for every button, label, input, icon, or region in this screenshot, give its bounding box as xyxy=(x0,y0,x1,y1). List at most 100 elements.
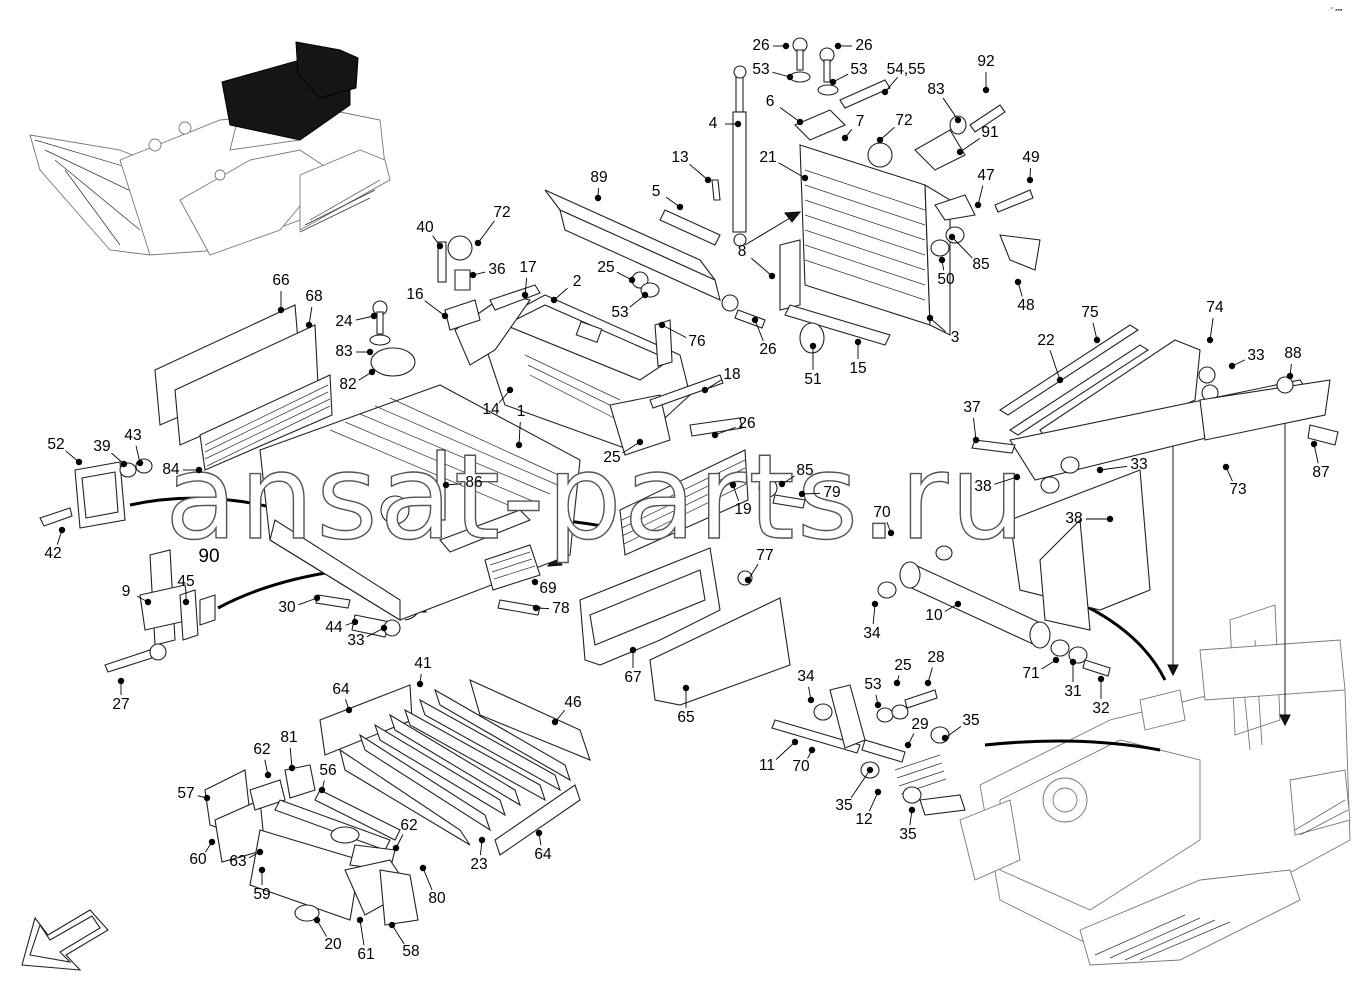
callout-number: 11 xyxy=(759,757,775,774)
callout-39: 39 xyxy=(93,438,128,468)
callout-85: 85 xyxy=(948,233,990,273)
callout-62: 62 xyxy=(392,817,418,852)
callout-32: 32 xyxy=(1092,675,1110,717)
leader-dot xyxy=(258,866,266,874)
callout-2: 2 xyxy=(550,273,581,304)
callout-number: 36 xyxy=(488,261,505,278)
leader-line xyxy=(1209,317,1214,341)
callout-37: 37 xyxy=(963,399,981,444)
leader-dot xyxy=(704,176,712,184)
leader-dot xyxy=(1106,515,1114,523)
callout-26: 26 xyxy=(711,415,756,439)
callout-88: 88 xyxy=(1284,345,1302,380)
callout-number: 65 xyxy=(677,709,694,726)
corner-mark: ·° ▪▪▪ xyxy=(1328,6,1343,14)
top-housing xyxy=(444,284,691,456)
leader-dot xyxy=(416,680,424,688)
callout-18: 18 xyxy=(701,366,741,394)
callout-number: 29 xyxy=(911,716,928,733)
callout-number: 52 xyxy=(47,436,64,453)
leader-line xyxy=(1313,443,1319,464)
leader-dot xyxy=(550,296,558,304)
callout-number: 45 xyxy=(177,573,194,590)
hood-panels xyxy=(154,304,333,471)
callout-number: 41 xyxy=(414,655,431,672)
callout-9: 9 xyxy=(122,583,152,606)
leader-line xyxy=(951,236,973,259)
callout-number: 3 xyxy=(951,329,960,346)
leader-line xyxy=(944,726,962,739)
callout-25: 25 xyxy=(893,657,912,687)
callout-number: 26 xyxy=(738,415,755,432)
leader-dot xyxy=(956,148,964,156)
leader-dot xyxy=(636,438,644,446)
callout-number: 85 xyxy=(796,462,813,479)
leader-dot xyxy=(744,576,752,584)
leader-line xyxy=(359,919,365,946)
callout-number: 26 xyxy=(759,341,776,358)
callout-54,55: 54,55 xyxy=(881,61,926,96)
callout-21: 21 xyxy=(759,149,809,182)
callout-number: 49 xyxy=(1022,149,1039,166)
callout-number: 73 xyxy=(1229,481,1246,498)
callout-53: 53 xyxy=(752,61,794,81)
callout-number: 69 xyxy=(539,580,556,597)
callout-20: 20 xyxy=(313,916,342,953)
callout-number: 32 xyxy=(1092,700,1109,717)
leader-dot xyxy=(318,786,326,794)
leader-line xyxy=(661,324,687,339)
callout-number: 31 xyxy=(1064,683,1081,700)
callout-number: 9 xyxy=(122,583,131,600)
callout-number: 53 xyxy=(611,304,628,321)
callout-number: 78 xyxy=(552,600,569,617)
callout-85: 85 xyxy=(778,462,814,488)
leader-line xyxy=(1099,465,1128,471)
leader-dot xyxy=(1206,336,1214,344)
callout-number: 44 xyxy=(325,619,343,636)
callout-38: 38 xyxy=(974,473,1021,495)
callout-33: 33 xyxy=(347,624,388,649)
callout-number: 54,55 xyxy=(887,61,926,78)
callout-48: 48 xyxy=(1014,278,1035,314)
callout-number: 30 xyxy=(278,599,296,616)
callout-number: 71 xyxy=(1022,665,1039,682)
callout-68: 68 xyxy=(305,288,323,329)
callout-number: 13 xyxy=(671,149,688,166)
leader-dot xyxy=(305,321,313,329)
callout-number: 68 xyxy=(305,288,322,305)
leader-dot xyxy=(532,604,540,612)
direction-arrow-icon xyxy=(21,909,109,971)
callout-number: 88 xyxy=(1284,345,1301,362)
callout-number: 47 xyxy=(977,167,994,184)
machine-overview-top-left xyxy=(29,41,391,256)
machine-overview-bottom-right xyxy=(959,604,1351,966)
callout-43: 43 xyxy=(124,427,144,467)
watermark-text: ansat-parts.ru xyxy=(165,428,1027,566)
callout-47: 47 xyxy=(974,167,995,209)
radiator xyxy=(779,144,951,354)
callout-number: 51 xyxy=(804,371,821,388)
callout-number: 38 xyxy=(1065,510,1082,527)
callout-number: 10 xyxy=(925,607,943,624)
callout-13: 13 xyxy=(671,149,712,184)
callout-8: 8 xyxy=(738,243,776,280)
callout-number: 92 xyxy=(977,53,994,70)
leader-dot xyxy=(641,291,649,299)
callout-number: 91 xyxy=(981,124,998,141)
callout-number: 21 xyxy=(759,149,776,166)
callout-60: 60 xyxy=(189,838,216,868)
callout-6: 6 xyxy=(766,93,804,126)
leader-dot xyxy=(469,271,477,279)
leader-dot xyxy=(711,431,719,439)
leader-line xyxy=(775,741,796,760)
callout-number: 62 xyxy=(400,817,417,834)
callout-number: 84 xyxy=(162,461,180,478)
callout-number: 63 xyxy=(229,853,246,870)
leader-line xyxy=(477,220,495,244)
callout-26: 26 xyxy=(752,37,790,54)
leader-dot xyxy=(120,460,128,468)
callout-42: 42 xyxy=(44,526,66,562)
leader-dot xyxy=(535,829,543,837)
callout-72: 72 xyxy=(876,112,913,144)
callout-16: 16 xyxy=(406,286,449,320)
